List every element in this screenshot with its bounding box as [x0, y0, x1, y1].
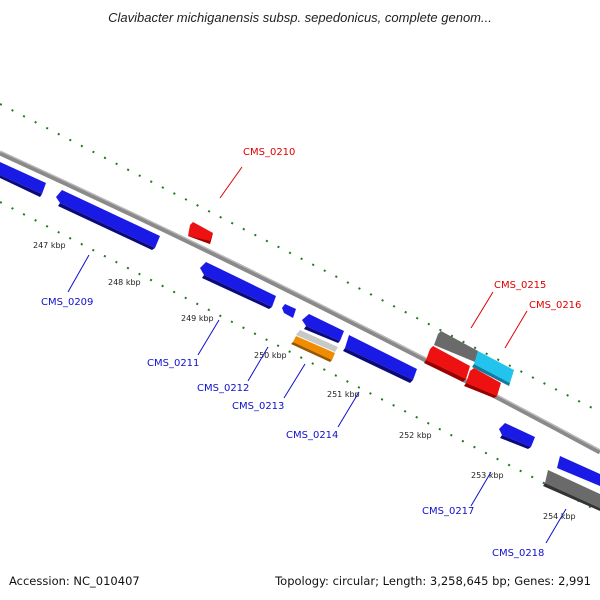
gene-arrow[interactable] — [291, 336, 335, 362]
gene-label[interactable]: CMS_0217 — [422, 506, 474, 517]
kbp-tick-label: 251 kbp — [327, 390, 360, 399]
outer-tick-track — [0, 103, 600, 413]
map-title: Clavibacter michiganensis subsp. sepedon… — [108, 10, 492, 25]
inner-tick-track — [0, 201, 600, 513]
gene-arrow[interactable] — [472, 351, 514, 386]
accession-label: Accession: NC_010407 — [9, 574, 140, 588]
gene-label[interactable]: CMS_0211 — [147, 358, 199, 369]
gene-label[interactable]: CMS_0212 — [197, 383, 249, 394]
gene-arrow[interactable] — [424, 346, 470, 382]
gene-label[interactable]: CMS_0213 — [232, 401, 284, 412]
genome-summary: Topology: circular; Length: 3,258,645 bp… — [275, 574, 591, 588]
reverse-gene-labels: CMS_0209 CMS_0211 CMS_0212 CMS_0213 CMS_… — [41, 254, 567, 559]
kbp-tick-label: 252 kbp — [399, 431, 432, 440]
gene-arrow[interactable] — [0, 162, 46, 197]
kbp-tick-label: 248 kbp — [108, 278, 141, 287]
gene-arrow[interactable] — [56, 190, 160, 250]
gene-arrow[interactable] — [557, 456, 600, 486]
gene-label[interactable]: CMS_0215 — [494, 280, 546, 291]
gene-arrow[interactable] — [343, 335, 417, 383]
gene-label[interactable]: CMS_0218 — [492, 548, 544, 559]
kbp-tick-label: 250 kbp — [254, 351, 287, 360]
gene-arrow[interactable] — [543, 470, 600, 511]
gene-arrow[interactable] — [188, 222, 213, 244]
gene-arrow[interactable] — [499, 423, 535, 449]
gene-label[interactable]: CMS_0210 — [243, 147, 295, 158]
kbp-tick-label: 254 kbp — [543, 512, 576, 521]
genome-backbone — [0, 150, 600, 455]
forward-gene-labels: CMS_0210 CMS_0215 CMS_0216 — [219, 147, 581, 349]
kbp-tick-label: 253 kbp — [471, 471, 504, 480]
gene-arrow[interactable] — [434, 331, 478, 362]
kbp-tick-label: 247 kbp — [33, 241, 66, 250]
gene-arrow[interactable] — [302, 314, 344, 343]
gene-label[interactable]: CMS_0209 — [41, 297, 93, 308]
kbp-tick-label: 249 kbp — [181, 314, 214, 323]
gene-arrow[interactable] — [296, 330, 338, 352]
gene-arrow[interactable] — [464, 368, 501, 398]
gene-label[interactable]: CMS_0214 — [286, 430, 338, 441]
gene-label[interactable]: CMS_0216 — [529, 300, 581, 311]
gene-arrow[interactable] — [282, 304, 296, 318]
gene-arrow[interactable] — [200, 262, 276, 309]
